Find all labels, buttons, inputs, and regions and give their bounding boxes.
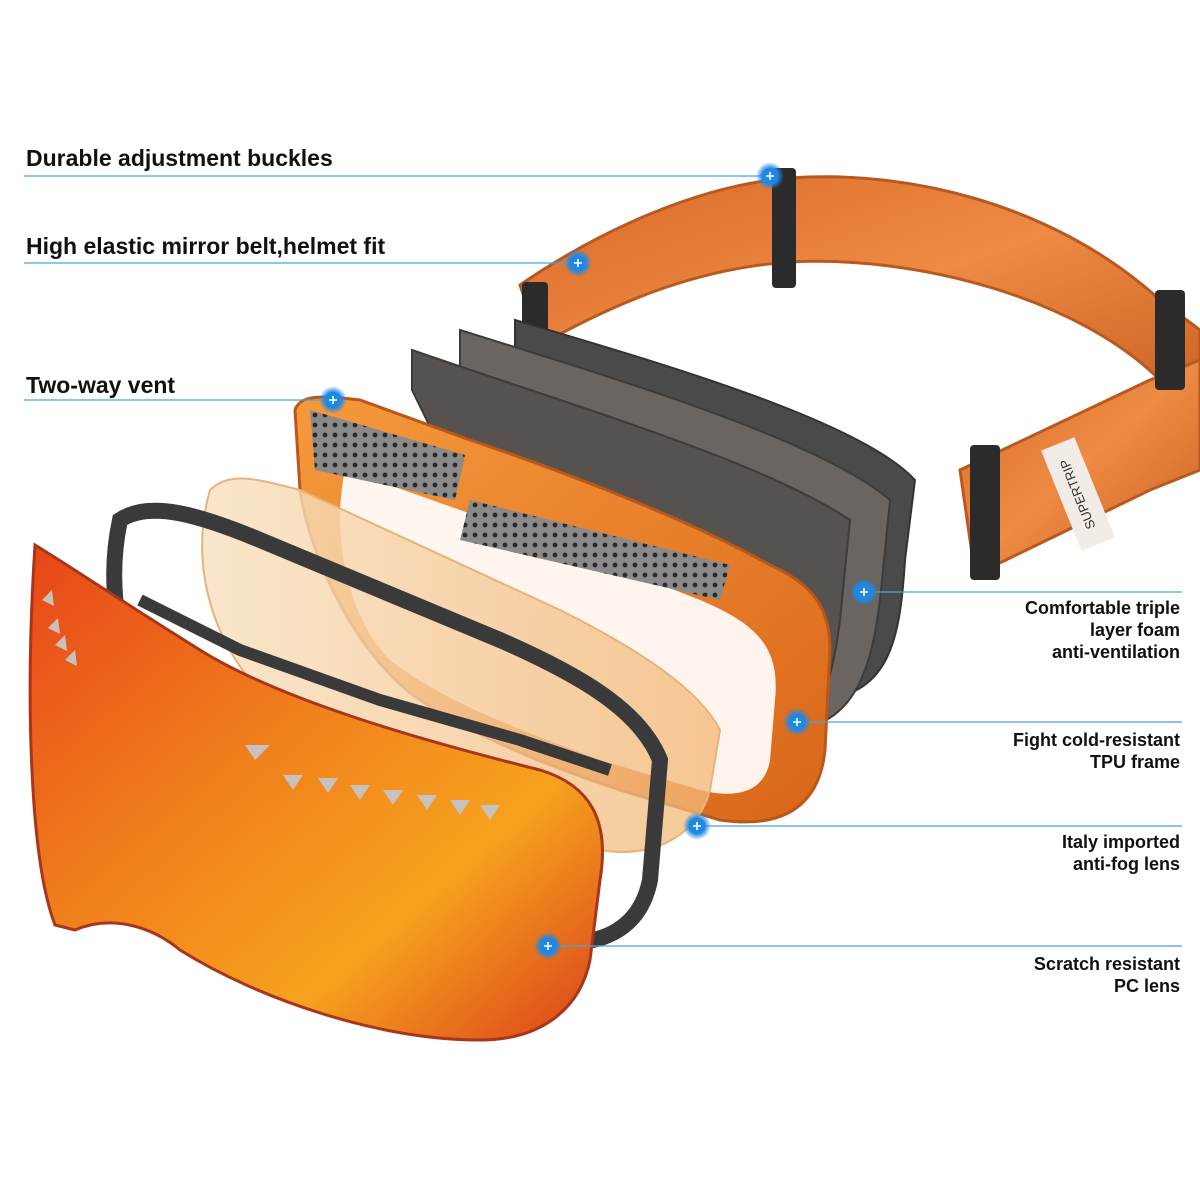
callout-lines	[24, 175, 1182, 947]
plus-marker-icon	[534, 932, 562, 960]
plus-marker-icon	[756, 162, 784, 190]
label-elastic-belt: High elastic mirror belt,helmet fit	[26, 233, 386, 259]
label-line: TPU frame	[1089, 752, 1180, 772]
plus-marker-icon	[783, 708, 811, 736]
label-line: anti-fog lens	[1073, 854, 1180, 874]
label-line: layer foam	[1089, 620, 1180, 640]
plus-marker-icon	[683, 812, 711, 840]
label-anti-fog-lens: Italy imported anti-fog lens	[1062, 831, 1180, 875]
vent-triangles	[42, 590, 500, 820]
label-pc-lens: Scratch resistant PC lens	[1034, 953, 1180, 997]
plus-marker-icon	[850, 578, 878, 606]
label-tpu-frame: Fight cold-resistant TPU frame	[1013, 729, 1180, 773]
elastic-strap: SUPERTRIP	[518, 175, 1200, 578]
label-line: Italy imported	[1061, 832, 1180, 852]
label-line: Comfortable triple	[1024, 598, 1180, 618]
label-line: Fight cold-resistant	[1012, 730, 1180, 750]
plus-marker-icon	[319, 386, 347, 414]
plus-marker-icon	[564, 249, 592, 277]
outer-pc-lens	[28, 542, 604, 1042]
label-triple-layer-foam: Comfortable triple layer foam anti-venti…	[1025, 597, 1180, 663]
callout-markers	[319, 162, 878, 960]
label-line: PC lens	[1113, 976, 1180, 996]
label-durable-buckles: Durable adjustment buckles	[26, 145, 333, 171]
label-two-way-vent: Two-way vent	[26, 372, 176, 398]
label-line: Scratch resistant	[1033, 954, 1180, 974]
label-line: anti-ventilation	[1051, 642, 1180, 662]
